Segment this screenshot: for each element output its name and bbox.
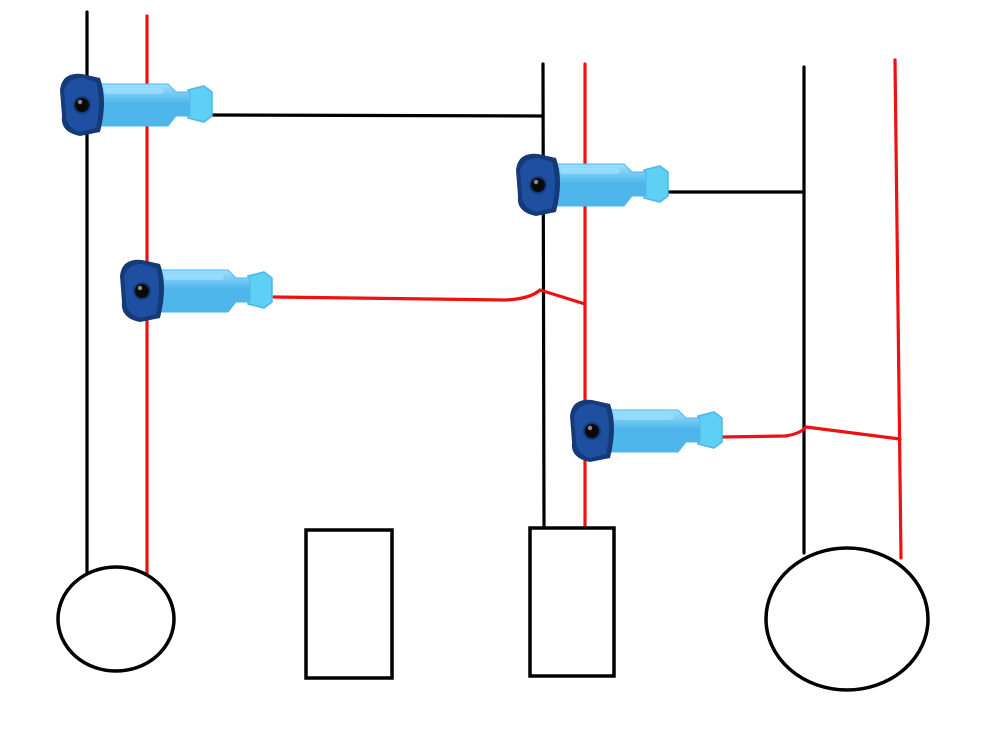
- quick-splice-connector-1-icon: [59, 72, 213, 137]
- left-round-fixture: [56, 565, 176, 673]
- hot-wire-right-fixture: [893, 58, 903, 560]
- middle-right-rectangular-device: [528, 526, 616, 678]
- middle-left-rectangular-device: [304, 528, 394, 680]
- quick-splice-connector-4-icon: [569, 398, 723, 463]
- hot-tap-wire-2: [720, 425, 902, 441]
- hot-tap-wire-1: [272, 288, 587, 306]
- neutral-tap-wire-1: [210, 113, 545, 118]
- right-round-fixture: [764, 546, 930, 692]
- neutral-wire-middle-device: [541, 62, 546, 528]
- quick-splice-connector-3-icon: [515, 152, 669, 217]
- quick-splice-connector-2-icon: [119, 258, 273, 323]
